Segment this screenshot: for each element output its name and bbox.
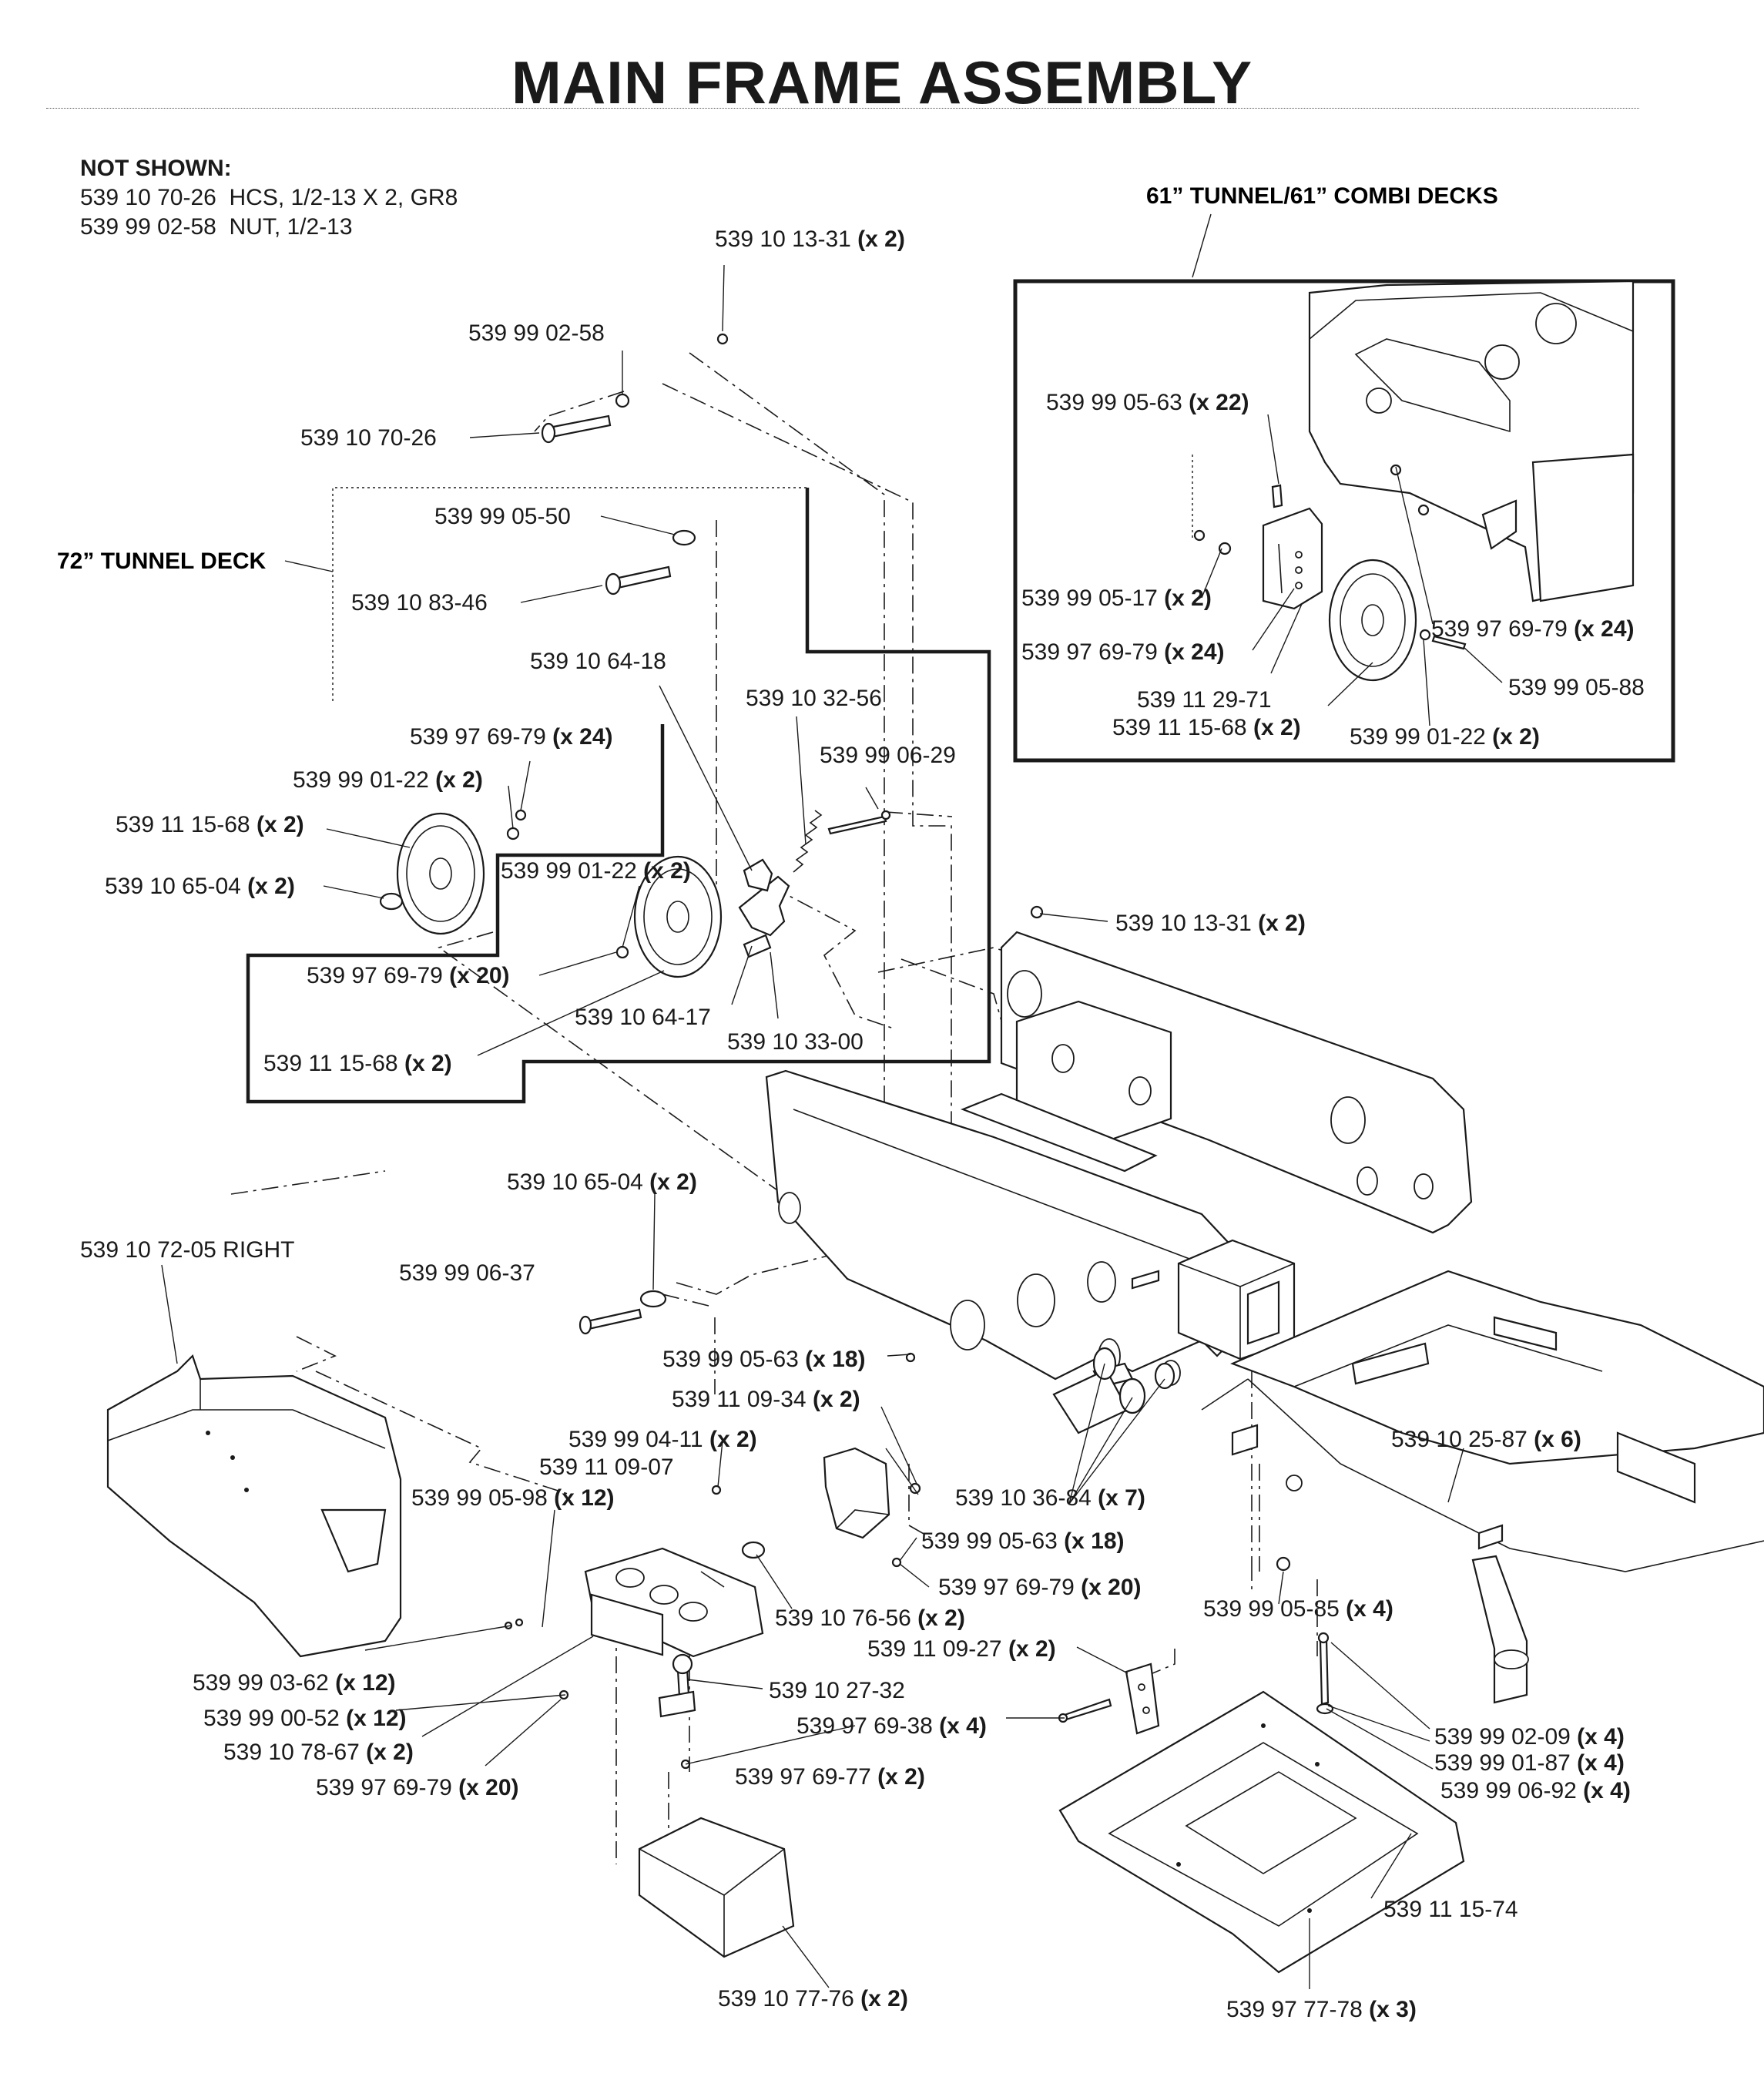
callout: 539 10 64-17 <box>575 1005 711 1030</box>
callout: 539 10 13-31 (x 2) <box>715 226 905 252</box>
callout: 539 99 06-92 (x 4) <box>1440 1778 1631 1803</box>
callout: 539 11 29-71 <box>1137 687 1272 713</box>
callout: 539 10 65-04 (x 2) <box>507 1169 697 1195</box>
callout: 539 97 69-79 (x 20) <box>307 963 510 988</box>
callout: 539 99 05-98 (x 12) <box>411 1485 615 1511</box>
page-title: MAIN FRAME ASSEMBLY <box>511 49 1253 116</box>
callout: 539 99 02-58 <box>468 320 605 346</box>
callout: 539 11 15-74 <box>1383 1897 1518 1922</box>
callout: 539 10 72-05 RIGHT <box>80 1237 294 1263</box>
callout: 539 10 64-18 <box>530 649 666 674</box>
combi-61-parts <box>1192 280 1635 682</box>
callout: 539 99 01-22 (x 2) <box>293 767 483 793</box>
callout: 539 10 76-56 (x 2) <box>775 1605 965 1631</box>
title-rule <box>46 108 1639 109</box>
callout: 539 97 69-79 (x 20) <box>316 1775 519 1800</box>
callout: 539 11 09-34 (x 2) <box>672 1387 860 1412</box>
callout: 539 10 32-56 <box>746 686 882 711</box>
group-outline-72-dotted <box>332 487 807 701</box>
callout: 539 99 05-63 (x 18) <box>921 1528 1125 1554</box>
lower-parts <box>106 1290 1465 1974</box>
callout: 539 97 77-78 (x 3) <box>1226 1997 1417 2022</box>
callout: 539 10 36-84 (x 7) <box>955 1485 1145 1511</box>
callout: 539 97 69-79 (x 20) <box>938 1575 1142 1600</box>
callout: 539 10 13-31 (x 2) <box>1115 911 1306 936</box>
callout: 539 99 05-85 (x 4) <box>1203 1596 1393 1622</box>
callout: 539 11 15-68 (x 2) <box>1112 715 1301 740</box>
callout: 539 10 78-67 (x 2) <box>223 1740 414 1765</box>
main-frame <box>765 905 1764 1704</box>
callout: 539 97 69-79 (x 24) <box>1431 616 1635 642</box>
callout-labels: 539 10 13-31 (x 2) 539 99 02-58 539 10 7… <box>80 226 1645 2022</box>
callout: 539 99 02-09 (x 4) <box>1434 1724 1625 1750</box>
callout: 539 99 05-88 <box>1508 675 1645 700</box>
not-shown-line: 539 10 70-26 HCS, 1/2-13 X 2, GR8 <box>80 185 458 210</box>
not-shown-block: NOT SHOWN: 539 10 70-26 HCS, 1/2-13 X 2,… <box>80 156 458 240</box>
callout: 539 10 25-87 (x 6) <box>1391 1427 1581 1452</box>
leader-lines <box>161 264 1503 1989</box>
callout: 539 99 06-29 <box>820 743 956 768</box>
callout: 539 11 09-07 <box>539 1454 674 1480</box>
group-leader <box>284 560 334 572</box>
callout: 539 99 06-37 <box>399 1260 535 1286</box>
callout: 539 11 15-68 (x 2) <box>263 1051 452 1076</box>
callout: 539 10 33-00 <box>727 1029 864 1055</box>
callout: 539 10 77-76 (x 2) <box>718 1986 908 2011</box>
group-label-72-tunnel: 72” TUNNEL DECK <box>57 549 266 574</box>
callout: 539 99 01-22 (x 2) <box>1350 724 1540 750</box>
callout: 539 99 04-11 (x 2) <box>568 1427 757 1452</box>
not-shown-line: 539 99 02-58 NUT, 1/2-13 <box>80 214 353 240</box>
callout: 539 97 69-79 (x 24) <box>410 724 613 750</box>
callout: 539 97 69-79 (x 24) <box>1021 639 1225 665</box>
callout: 539 10 83-46 <box>351 590 488 616</box>
callout: 539 99 03-62 (x 12) <box>193 1670 396 1696</box>
callout: 539 10 27-32 <box>769 1678 905 1703</box>
group-outline-72-solid <box>246 488 991 1104</box>
callout: 539 11 15-68 (x 2) <box>116 812 304 837</box>
callout: 539 99 01-87 (x 4) <box>1434 1750 1625 1776</box>
callout: 539 99 05-63 (x 18) <box>662 1347 866 1372</box>
callout: 539 99 01-22 (x 2) <box>501 858 691 884</box>
callout: 539 10 70-26 <box>300 425 437 451</box>
callout: 539 97 69-38 (x 4) <box>796 1713 987 1739</box>
inset-box-61-combi <box>1013 279 1675 763</box>
callout: 539 97 69-77 (x 2) <box>735 1764 925 1790</box>
callout: 539 99 05-63 (x 22) <box>1046 390 1249 415</box>
tunnel-72-parts <box>379 333 891 978</box>
callout: 539 99 05-50 <box>434 504 571 529</box>
callout: 539 99 00-52 (x 12) <box>203 1706 407 1731</box>
callout: 539 99 05-17 (x 2) <box>1021 585 1212 611</box>
callout: 539 11 09-27 (x 2) <box>867 1636 1056 1662</box>
group-leader <box>1192 213 1212 278</box>
callout: 539 10 65-04 (x 2) <box>105 874 295 899</box>
group-label-61-combi: 61” TUNNEL/61” COMBI DECKS <box>1146 183 1498 209</box>
not-shown-heading: NOT SHOWN: <box>80 156 232 181</box>
